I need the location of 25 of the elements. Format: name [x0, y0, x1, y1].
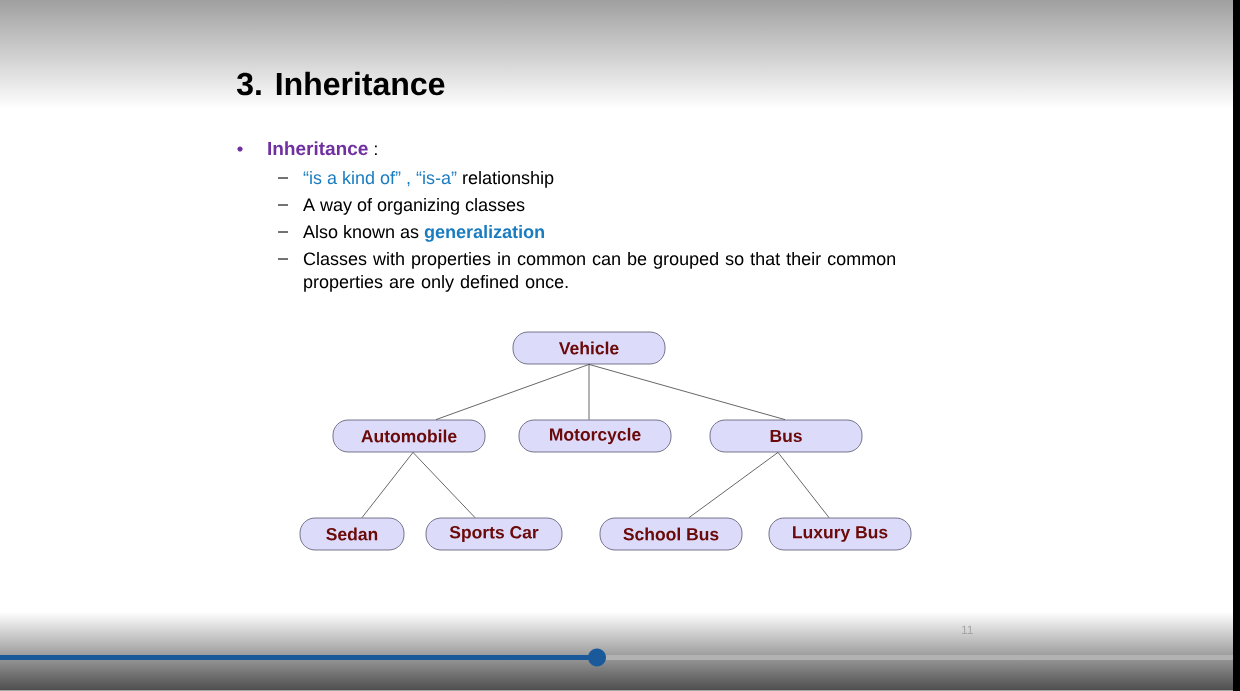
class-box: Sports Car	[425, 517, 563, 551]
bullet-text: relationship	[463, 170, 554, 188]
connector-line	[588, 364, 786, 420]
bullet-text: A way of organizing classes	[303, 197, 525, 215]
bullet-text: Classes with properties in common can be grouped so that their common properties are only defined once.	[303, 251, 895, 292]
class-box: Automobile	[332, 419, 486, 453]
page-number: 11	[961, 625, 973, 634]
connector-line	[588, 364, 590, 420]
bullet-text: Also known as	[303, 224, 419, 239]
connector-line	[777, 452, 830, 518]
class-box: Luxury Bus	[768, 517, 912, 551]
slide-title: 3. Inheritance	[236, 71, 445, 96]
connector-line	[688, 452, 779, 518]
highlighted-term: generalization	[424, 224, 544, 242]
bullet-text: “is a kind of” , “is-a”	[303, 170, 457, 187]
connector-line	[361, 452, 414, 518]
class-box: Motorcycle	[518, 419, 672, 453]
connector-line	[412, 452, 476, 518]
connector-line	[435, 364, 590, 420]
class-box: Sedan	[299, 517, 405, 551]
class-box: Bus	[709, 419, 863, 453]
class-box: School Bus	[599, 517, 743, 551]
class-box: Vehicle	[512, 331, 666, 365]
bullet-text: :	[375, 145, 377, 155]
bullet-heading: Inheritance	[268, 141, 368, 156]
